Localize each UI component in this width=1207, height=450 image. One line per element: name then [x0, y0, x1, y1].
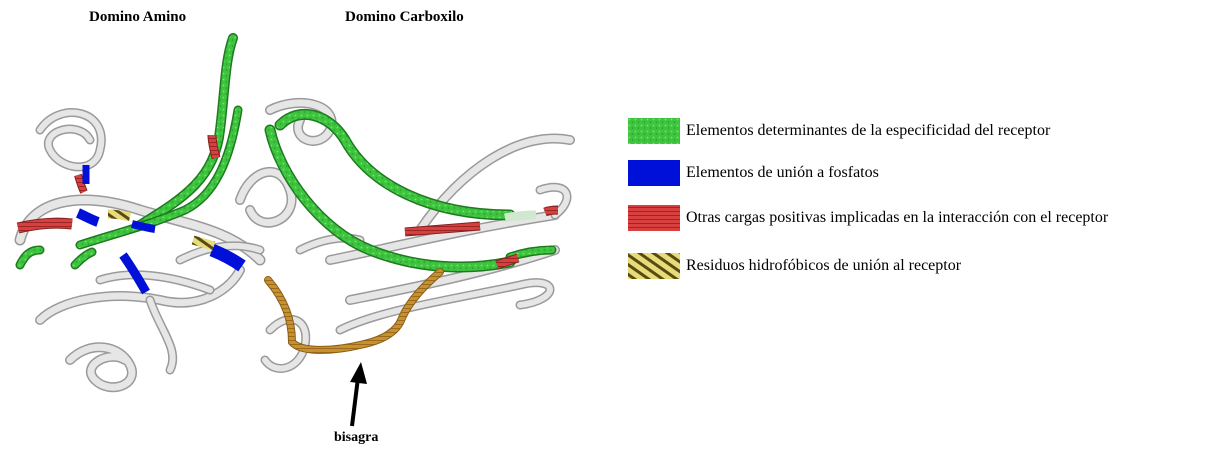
legend-swatch-yellow — [628, 253, 680, 279]
legend-swatch-red — [628, 205, 680, 231]
hinge-arrow — [350, 362, 367, 426]
legend-item-specificity: Elementos determinantes de la especifici… — [628, 118, 1050, 144]
legend-swatch-blue — [628, 160, 680, 186]
legend-item-hydrophobic: Residuos hidrofóbicos de unión al recept… — [628, 253, 961, 279]
legend-item-phosphate: Elementos de unión a fosfatos — [628, 160, 879, 186]
hinge-label: bisagra — [334, 430, 378, 446]
legend-label: Elementos de unión a fosfatos — [686, 164, 879, 182]
amino-domain-ribbons — [20, 113, 292, 388]
legend-label: Otras cargas positivas implicadas en la … — [686, 209, 1108, 227]
legend-swatch-green — [628, 118, 680, 144]
carboxyl-domain-ribbons — [265, 103, 570, 368]
legend-label: Residuos hidrofóbicos de unión al recept… — [686, 257, 961, 275]
protein-ribbon-diagram — [0, 0, 600, 450]
legend-label: Elementos determinantes de la especifici… — [686, 122, 1050, 140]
legend-item-positive-charges: Otras cargas positivas implicadas en la … — [628, 205, 1108, 231]
